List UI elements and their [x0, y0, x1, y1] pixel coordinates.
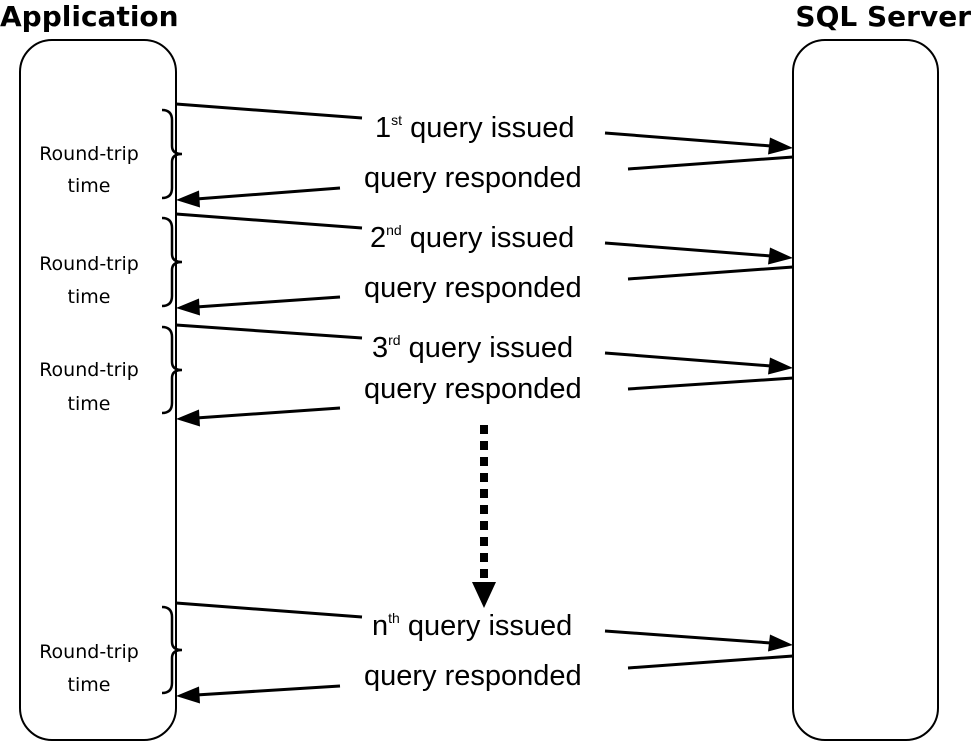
round-trip-label-n: Round-trip [39, 641, 139, 663]
continuation-arrow [472, 425, 496, 608]
query-responded-label-1: query responded [364, 162, 582, 194]
request-arrow-n-tail [175, 601, 363, 619]
request-arrow-3-shaft [604, 351, 772, 368]
request-arrowhead-2 [768, 247, 793, 265]
round-trip-label-3: Round-trip [39, 359, 139, 381]
application-title: Application [0, 0, 179, 33]
response-arrowhead-n [176, 686, 200, 704]
request-arrow-2-shaft [604, 241, 772, 258]
sql-server-title: SQL Server [795, 0, 971, 33]
query-responded-label-n: query responded [364, 660, 582, 692]
request-arrowhead-n [768, 634, 793, 652]
response-arrow-1-tail [627, 155, 794, 171]
response-arrow-n-shaft [195, 684, 341, 697]
query-issued-label-n: nth query issued [372, 610, 572, 642]
response-arrowhead-1 [176, 190, 200, 208]
exchange-3: 3rd query issued query responded Round-t… [39, 323, 794, 427]
query-responded-label-2: query responded [364, 272, 582, 304]
request-arrowhead-3 [768, 357, 793, 375]
continuation-arrowhead [472, 582, 496, 608]
response-arrowhead-3 [176, 409, 200, 427]
request-arrowhead-1 [768, 137, 793, 155]
round-trip-time-label-1: time [68, 175, 111, 197]
round-trip-label-1: Round-trip [39, 143, 139, 165]
response-arrowhead-2 [176, 298, 200, 316]
exchange-1: 1st query issued query responded Round-t… [39, 102, 794, 208]
round-trip-brace-2 [161, 216, 183, 308]
request-arrow-3-tail [175, 323, 363, 340]
round-trip-label-2: Round-trip [39, 253, 139, 275]
response-arrow-3-shaft [195, 406, 341, 420]
query-issued-label-2: 2nd query issued [370, 222, 574, 254]
round-trip-time-label-2: time [68, 286, 111, 308]
response-arrow-3-tail [627, 376, 794, 391]
request-arrow-2-tail [175, 212, 363, 230]
application-lane [19, 39, 177, 741]
response-arrow-2-shaft [195, 295, 341, 309]
round-trip-brace-1 [161, 108, 183, 200]
round-trip-time-label-n: time [68, 674, 111, 696]
sql-server-lane [792, 39, 939, 741]
round-trip-brace-3 [161, 325, 183, 415]
response-arrow-n-tail [627, 654, 794, 670]
query-responded-label-3: query responded [364, 373, 582, 405]
request-arrow-1-tail [175, 102, 363, 120]
request-arrow-1-shaft [604, 131, 772, 148]
response-arrow-1-shaft [195, 186, 341, 201]
query-issued-label-1: 1st query issued [375, 112, 575, 144]
round-trip-brace-n [161, 605, 183, 695]
response-arrow-2-tail [627, 265, 794, 281]
request-arrow-n-shaft [604, 629, 772, 645]
exchange-n: nth query issued query responded Round-t… [39, 601, 794, 704]
round-trip-time-label-3: time [68, 393, 111, 415]
query-issued-label-3: 3rd query issued [372, 332, 573, 364]
exchange-2: 2nd query issued query responded Round-t… [39, 212, 794, 316]
